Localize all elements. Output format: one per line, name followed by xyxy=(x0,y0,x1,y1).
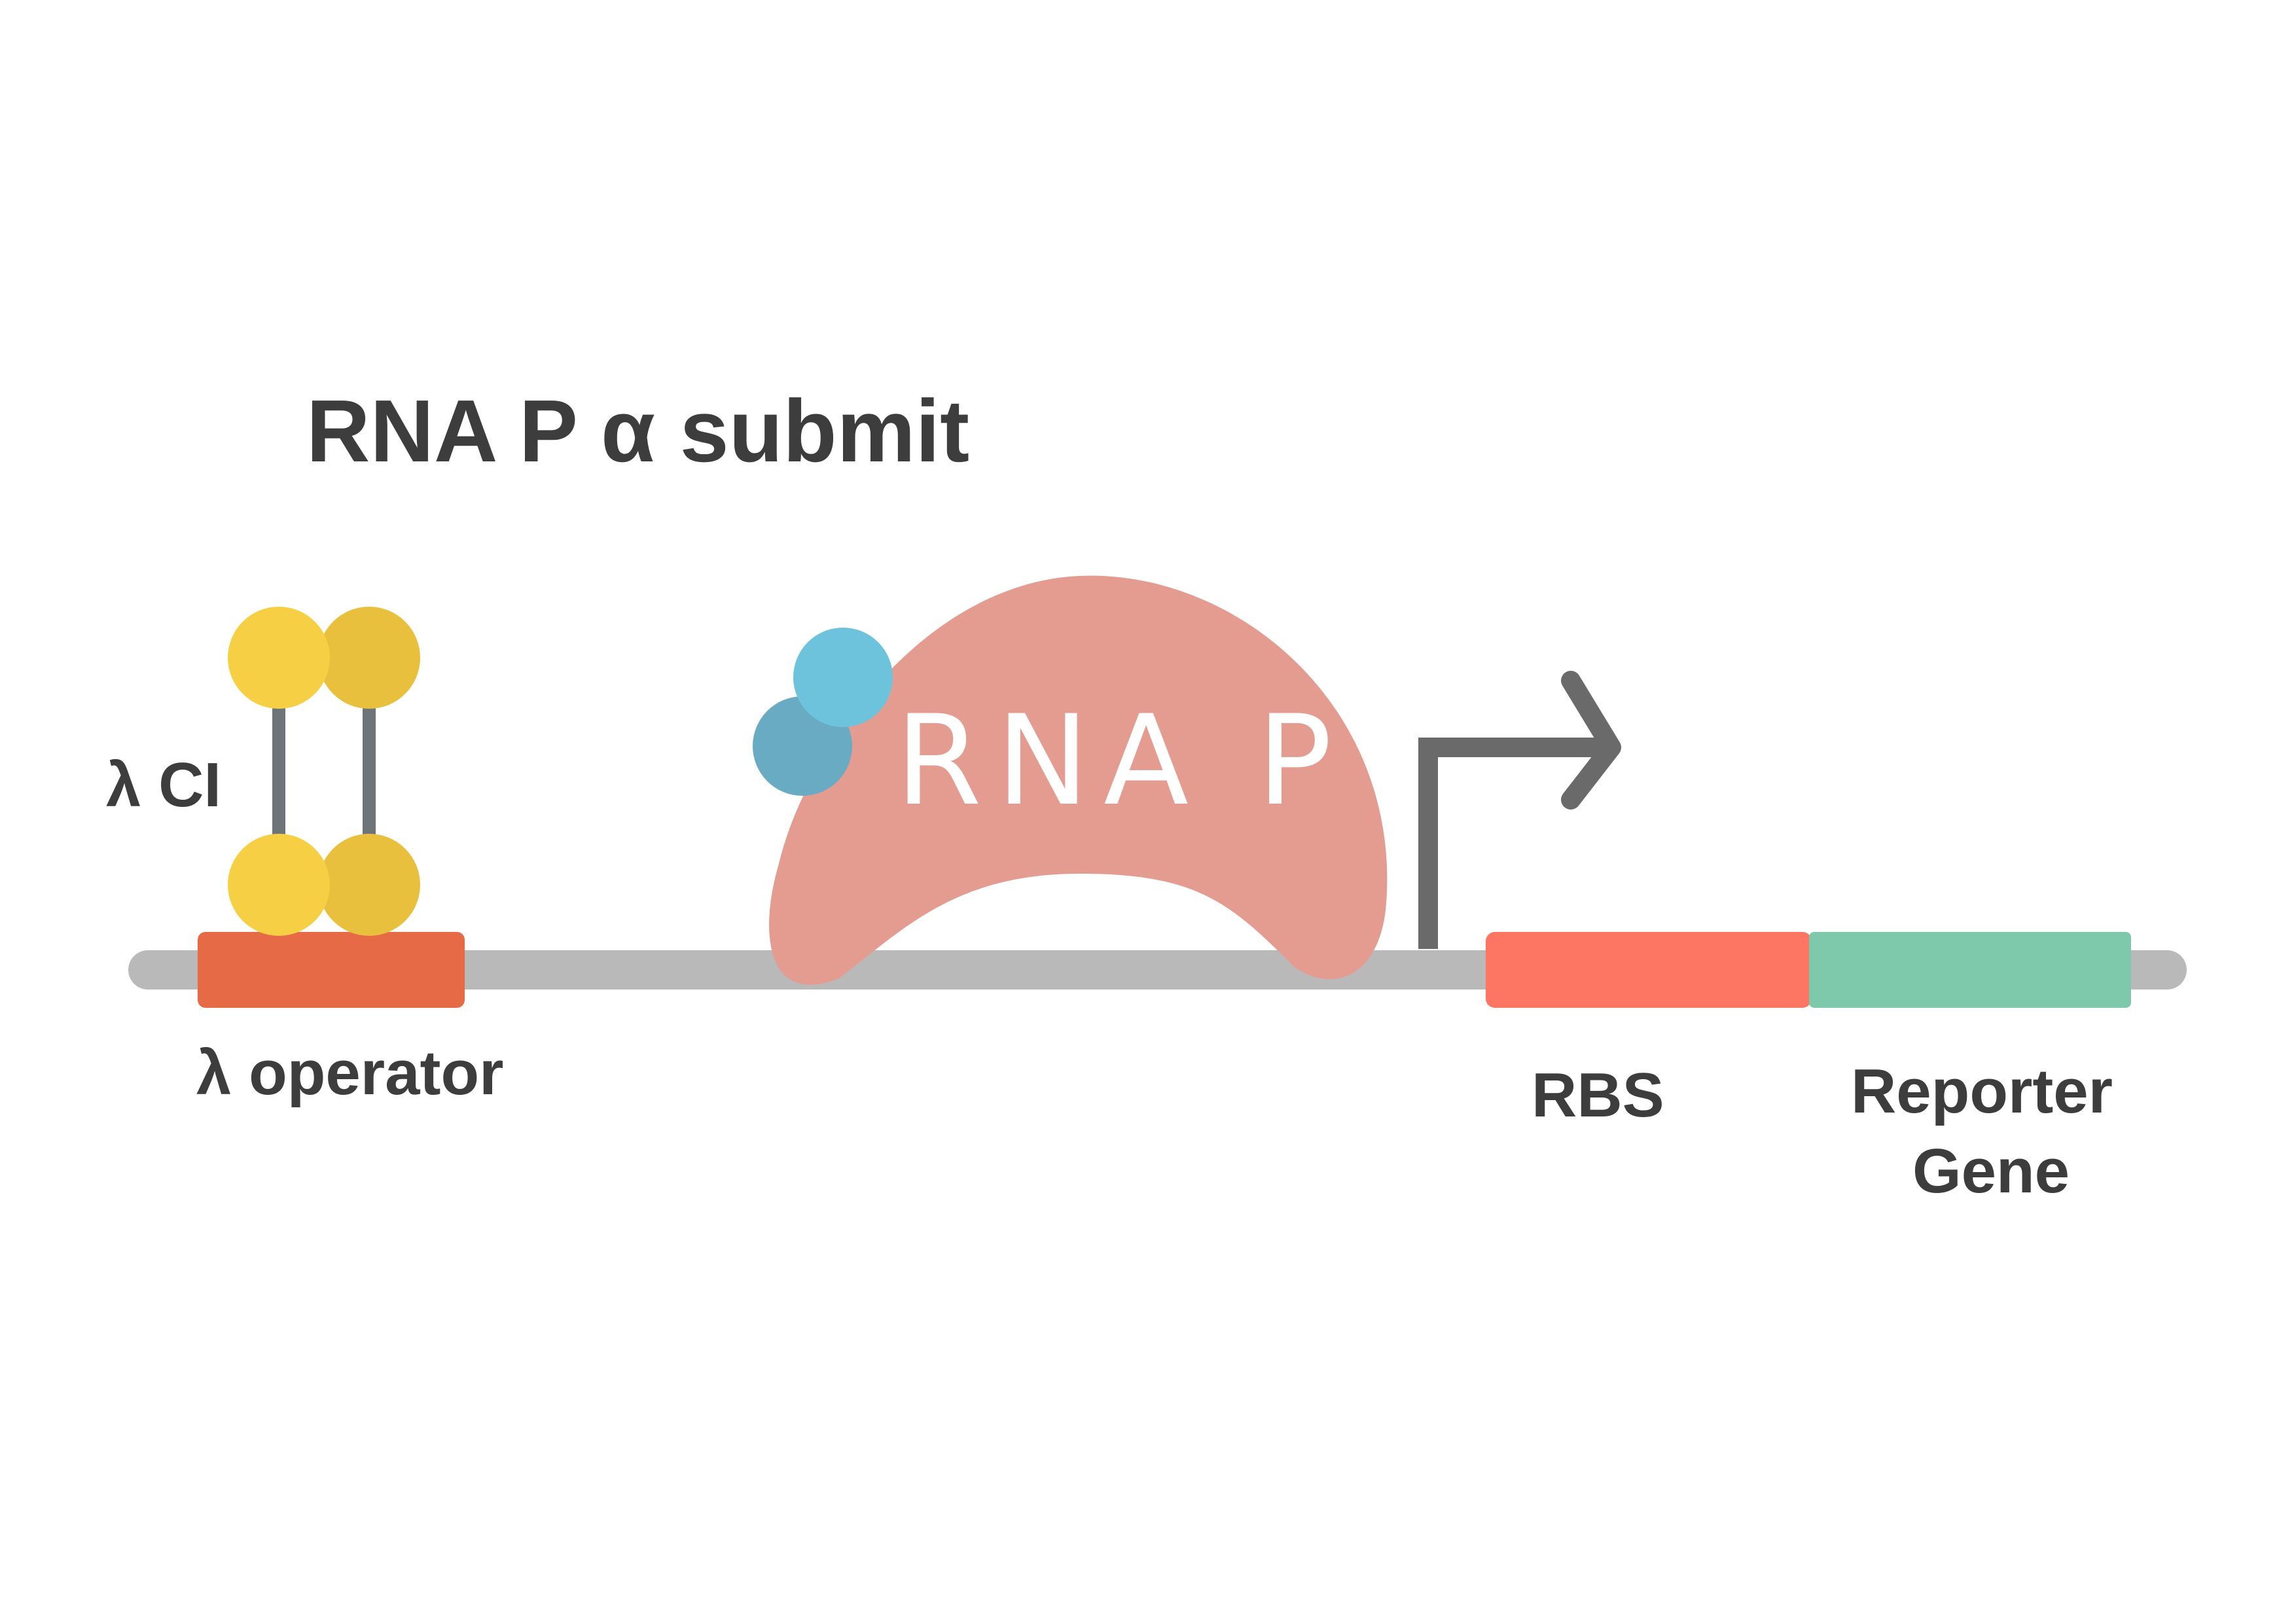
lambda-ci-label: λ CI xyxy=(106,750,221,820)
reporter-gene-segment xyxy=(1809,932,2131,1008)
ci-domain-bottom-left xyxy=(228,834,330,936)
rbs-segment xyxy=(1486,932,1812,1008)
lambda-ci-dimer xyxy=(228,607,420,936)
promoter-bent-arrow-icon xyxy=(1418,671,1621,949)
rbs-label: RBS xyxy=(1532,1060,1664,1130)
reporter-gene-label-line1: Reporter xyxy=(1851,1056,2113,1126)
lambda-operator-label: λ operator xyxy=(196,1038,503,1108)
ci-domain-bottom-right xyxy=(318,834,420,936)
ci-linker-right xyxy=(363,681,376,877)
diagram-title: RNA P α submit xyxy=(306,382,969,480)
ci-domain-top-right xyxy=(318,607,420,709)
rna-polymerase-label: RNA P xyxy=(895,688,1346,833)
lambda-operator-segment xyxy=(198,932,465,1008)
alpha-subunit-light xyxy=(793,628,893,727)
reporter-gene-label-line2: Gene xyxy=(1912,1136,2070,1206)
ci-linker-left xyxy=(272,681,285,877)
rna-polymerase-body xyxy=(769,575,1388,985)
ci-domain-top-left xyxy=(228,607,330,709)
